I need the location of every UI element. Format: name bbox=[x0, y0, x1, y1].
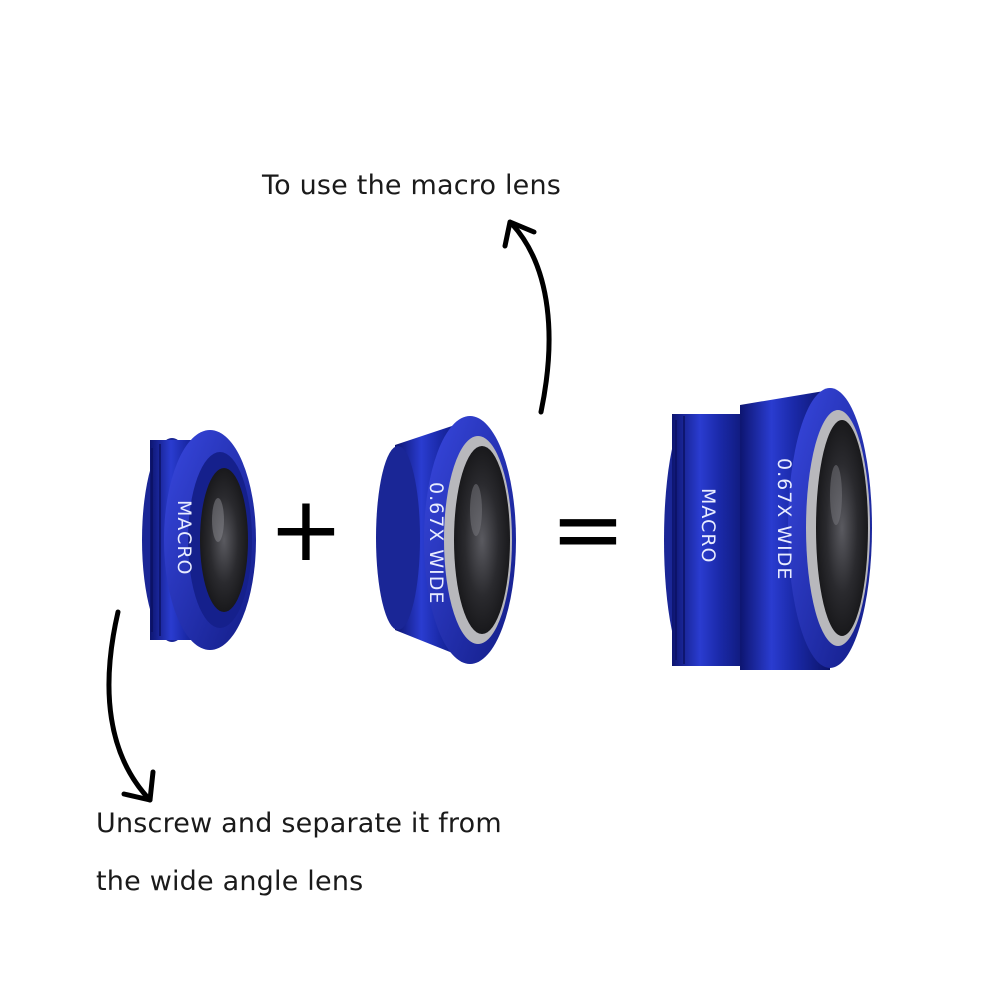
plus-sign: + bbox=[268, 477, 343, 582]
arrow-down-icon bbox=[109, 612, 153, 800]
macro-lens-label: MACRO bbox=[173, 500, 195, 575]
arrow-up-icon bbox=[505, 222, 549, 412]
combined-wide-label: 0.67X WIDE bbox=[773, 458, 795, 580]
wide-angle-lens: 0.67X WIDE bbox=[376, 416, 516, 664]
wide-lens-label: 0.67X WIDE bbox=[425, 482, 447, 604]
combined-macro-label: MACRO bbox=[697, 488, 719, 563]
unscrew-caption-line-1: Unscrew and separate it from bbox=[96, 808, 502, 839]
combined-lens: MACRO 0.67X WIDE bbox=[664, 388, 872, 670]
use-macro-caption: To use the macro lens bbox=[262, 170, 561, 201]
unscrew-caption-line-2: the wide angle lens bbox=[96, 866, 363, 897]
macro-lens: MACRO bbox=[142, 430, 256, 650]
equals-sign: = bbox=[550, 477, 625, 582]
